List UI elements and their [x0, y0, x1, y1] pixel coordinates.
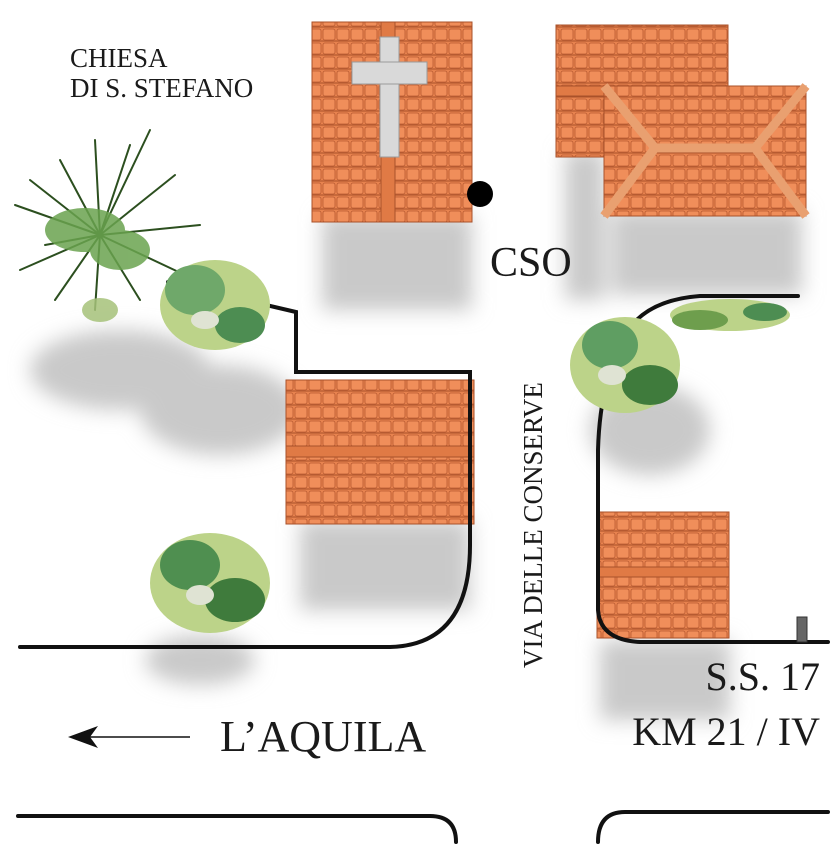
- street-label: VIA DELLE CONSERVE: [518, 382, 548, 668]
- road-bottom-left: [16, 814, 458, 844]
- church-label-line1: CHIESA: [70, 43, 168, 73]
- church-label-line2: DI S. STEFANO: [70, 72, 254, 103]
- shrub-top-left: [160, 260, 270, 350]
- road-number-label: S.S. 17: [705, 654, 821, 699]
- destination-label: L’AQUILA: [220, 712, 427, 761]
- shrub-right-upper: [570, 317, 680, 413]
- km-post-icon: [796, 616, 808, 643]
- building-top-right: [555, 24, 810, 219]
- palm-tree-icon: [14, 129, 201, 322]
- shrub-bottom-left: [150, 533, 270, 633]
- building-shadows: [30, 150, 802, 720]
- road-left-block: [18, 280, 472, 649]
- church-cross: [351, 36, 428, 158]
- building-bottom-right: [596, 511, 730, 639]
- shrub-right-strip: [670, 299, 790, 331]
- church-label: CHIESA DI S. STEFANO: [70, 43, 254, 103]
- road-km-label: KM 21 / IV: [632, 709, 820, 754]
- building-middle-left: [285, 379, 475, 525]
- church-building: [311, 21, 473, 223]
- arrow-left-icon: [68, 726, 190, 748]
- road-bottom-right: [596, 810, 830, 844]
- church-marker-icon[interactable]: [467, 181, 493, 207]
- corso-label: CSO: [490, 240, 572, 286]
